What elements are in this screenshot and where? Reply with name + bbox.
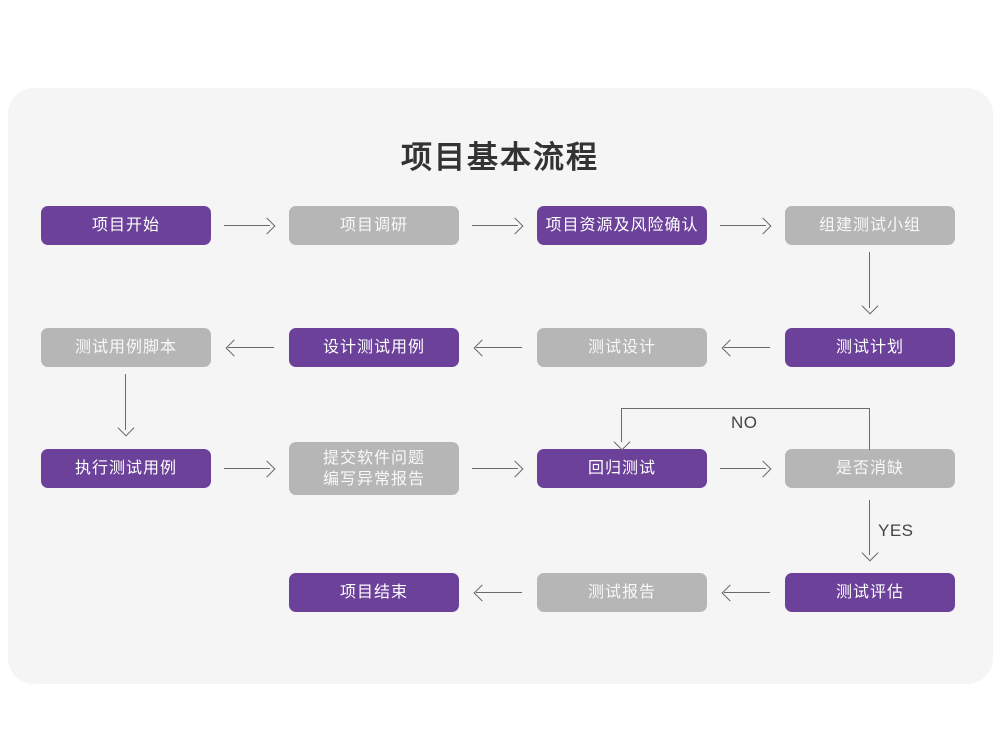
node-test-design[interactable]: 测试设计	[537, 328, 707, 367]
arrow-line-testdesign-to-design	[476, 347, 522, 349]
node-label: 项目调研	[339, 217, 408, 234]
node-label: 组建测试小组	[818, 217, 921, 234]
arrow-line-plan-to-testdesign	[724, 347, 770, 349]
no-loop-left-segment	[621, 408, 623, 442]
node-label: 提交软件问题 编写异常报告	[322, 449, 425, 488]
node-test-evaluation[interactable]: 测试评估	[785, 573, 955, 612]
node-regression-test[interactable]: 回归测试	[537, 449, 707, 488]
no-loop-right-segment	[869, 408, 871, 450]
arrow-line-risk-to-team	[720, 225, 766, 227]
node-label: 回归测试	[587, 460, 656, 477]
node-label: 测试用例脚本	[74, 339, 177, 356]
edge-label-yes: YES	[878, 521, 914, 540]
arrow-line-team-to-plan	[869, 252, 871, 308]
node-label: 是否消缺	[835, 460, 904, 477]
node-test-plan[interactable]: 测试计划	[785, 328, 955, 367]
node-project-end[interactable]: 项目结束	[289, 573, 459, 612]
node-label: 测试评估	[835, 584, 904, 601]
arrow-line-regression-to-defect	[720, 468, 766, 470]
node-label: 项目开始	[91, 217, 160, 234]
arrow-line-submit-to-regression	[472, 468, 518, 470]
edge-label-no: NO	[731, 413, 758, 432]
node-build-test-team[interactable]: 组建测试小组	[785, 206, 955, 245]
node-label: 设计测试用例	[322, 339, 425, 356]
node-label: 执行测试用例	[74, 460, 177, 477]
node-project-start[interactable]: 项目开始	[41, 206, 211, 245]
arrow-line-research-to-risk	[472, 225, 518, 227]
node-label: 项目资源及风险确认	[545, 217, 699, 234]
arrow-line-design-to-script	[228, 347, 274, 349]
arrow-line-report-to-end	[476, 592, 522, 594]
page-title: 项目基本流程	[401, 140, 599, 175]
node-defect-resolved[interactable]: 是否消缺	[785, 449, 955, 488]
arrow-line-script-to-execute	[125, 374, 127, 430]
node-design-test-cases[interactable]: 设计测试用例	[289, 328, 459, 367]
node-resource-risk-confirm[interactable]: 项目资源及风险确认	[537, 206, 707, 245]
yes-line	[869, 500, 871, 555]
node-label: 测试报告	[587, 584, 656, 601]
arrow-line-start-to-research	[224, 225, 270, 227]
node-label: 测试计划	[835, 339, 904, 356]
arrow-line-eval-to-report	[724, 592, 770, 594]
node-label: 测试设计	[587, 339, 656, 356]
node-project-research[interactable]: 项目调研	[289, 206, 459, 245]
node-test-case-script[interactable]: 测试用例脚本	[41, 328, 211, 367]
node-execute-test-cases[interactable]: 执行测试用例	[41, 449, 211, 488]
arrow-line-execute-to-submit	[224, 468, 270, 470]
node-label: 项目结束	[339, 584, 408, 601]
node-test-report[interactable]: 测试报告	[537, 573, 707, 612]
no-loop-top-segment	[621, 408, 870, 410]
node-submit-issue-report[interactable]: 提交软件问题 编写异常报告	[289, 442, 459, 495]
